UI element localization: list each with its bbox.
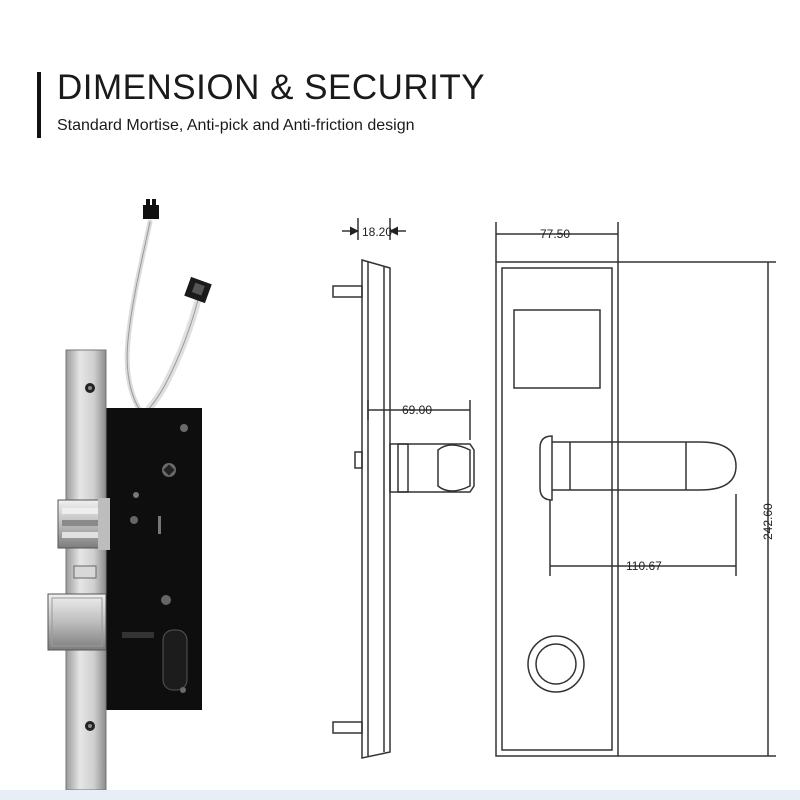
wire-connector-icon [184, 276, 212, 304]
lock-case [106, 408, 202, 710]
page-title: DIMENSION & SECURITY [57, 68, 486, 107]
thickness-label: 18.20 [362, 225, 392, 239]
faceplate-screw-icon [85, 721, 95, 731]
mortise-lock [47, 199, 212, 791]
wire-connector-icon [143, 199, 159, 219]
front-view-drawing [495, 222, 776, 757]
lever-depth-label: 69.00 [402, 403, 432, 417]
lever-length-label: 110.67 [626, 559, 662, 573]
width-label: 77.50 [540, 227, 570, 241]
case-details [122, 424, 188, 693]
wire-harness [124, 219, 202, 414]
page-subtitle: Standard Mortise, Anti-pick and Anti-fri… [57, 117, 415, 134]
header-accent-bar [37, 72, 41, 138]
side-view-drawing [332, 218, 475, 759]
trigger-bolt [73, 565, 97, 579]
height-label: 242.60 [761, 503, 775, 540]
latch-bolt [57, 498, 110, 550]
faceplate-screw-icon [85, 383, 95, 393]
deadbolt [47, 593, 107, 651]
footer-band [0, 790, 800, 800]
